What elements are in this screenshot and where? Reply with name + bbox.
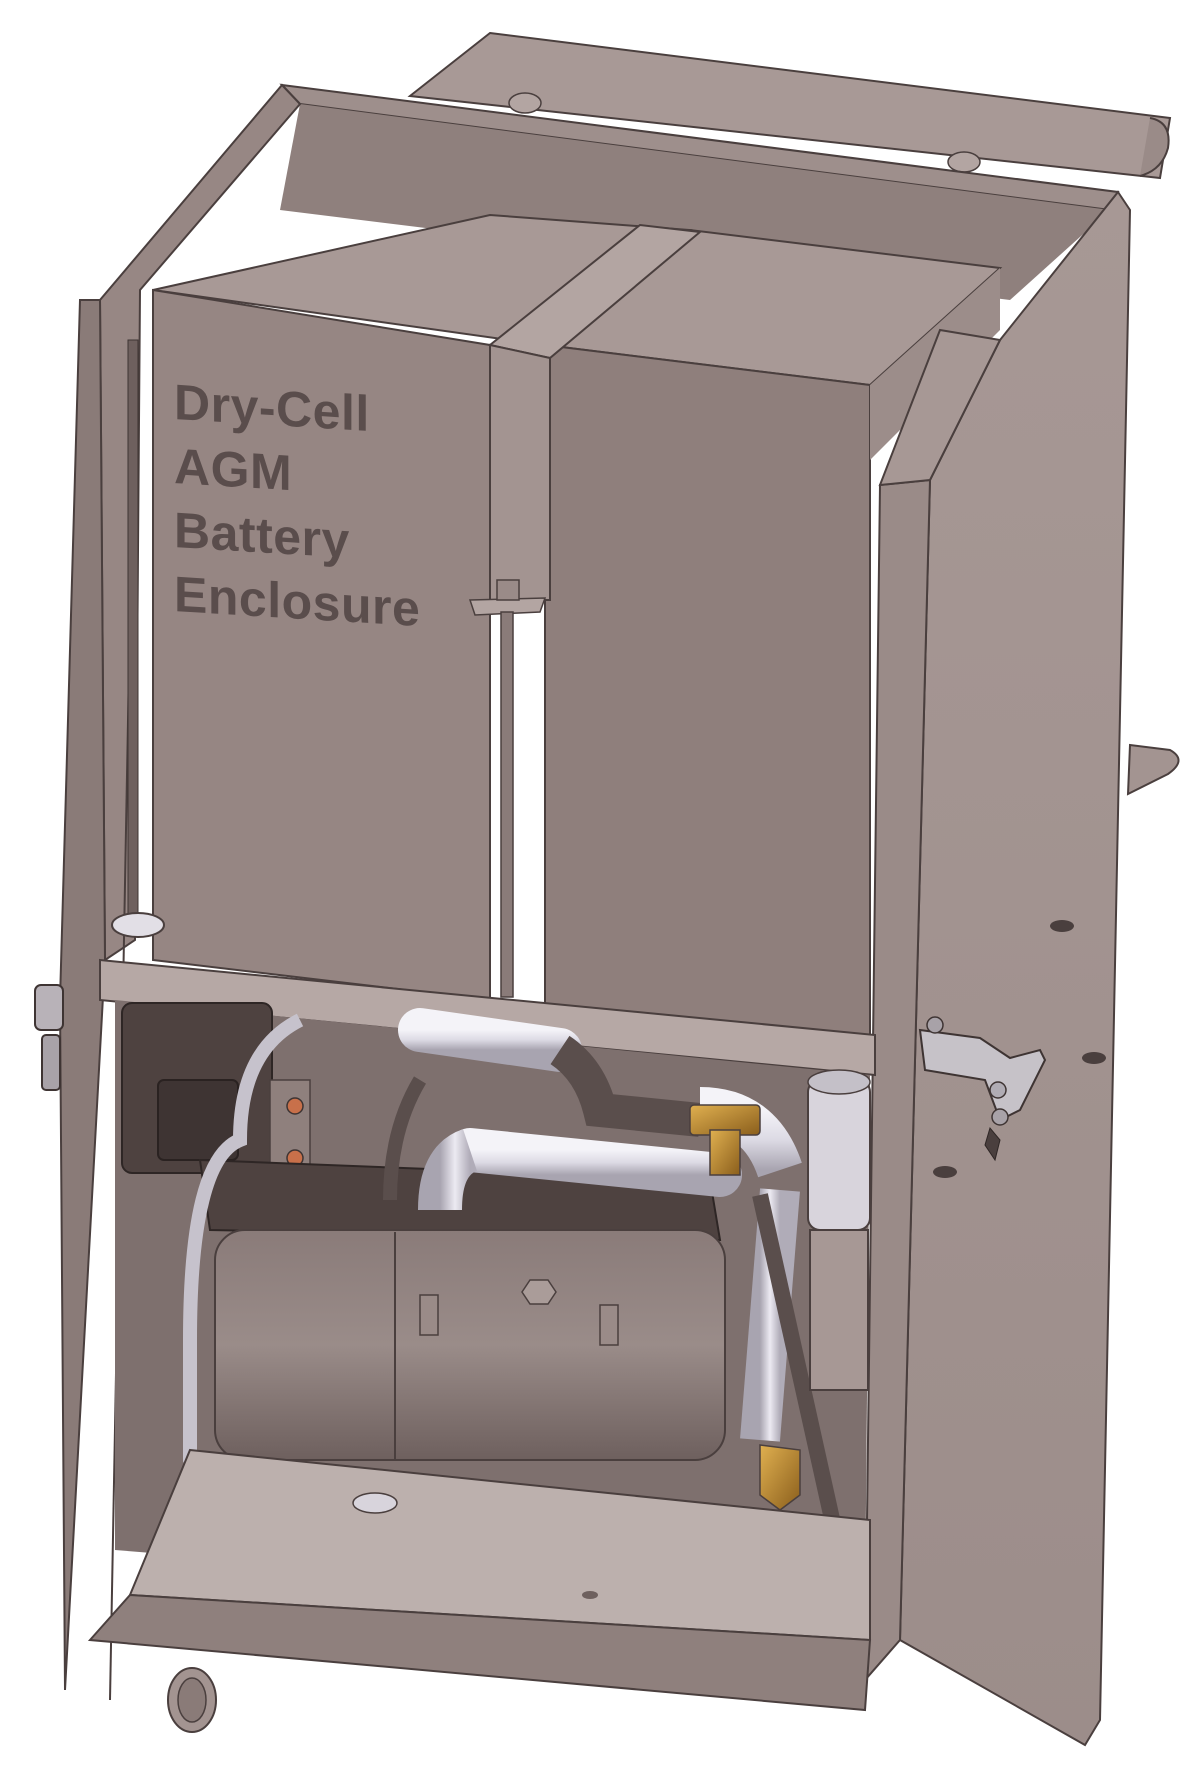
enclosure-inner-back [280, 104, 1110, 300]
side-latch-right [918, 1028, 1047, 1122]
top-lid-flap [407, 31, 1172, 180]
fastener [1082, 1052, 1106, 1064]
brass-tee-fitting [689, 1104, 761, 1176]
hold-down-strap [468, 223, 703, 616]
drain-hole [352, 1492, 398, 1514]
hold-down-rod-left [127, 339, 139, 921]
fastener [1050, 920, 1074, 932]
fastener [933, 1166, 957, 1178]
heater-body [198, 1158, 726, 1461]
rear-bracket [1126, 743, 1180, 796]
circulation-pump [807, 1069, 871, 1391]
battery-box-right [542, 228, 1003, 1052]
brass-valve [759, 1444, 801, 1511]
bolt [991, 1108, 1009, 1126]
enclosure-right-wall [863, 190, 1132, 1747]
terminal-copper-1 [286, 1097, 304, 1115]
floor-tray [87, 1448, 872, 1712]
reflector-diamond [984, 1126, 1001, 1162]
hold-down-rod-center [500, 611, 514, 998]
battery-enclosure-label: Dry-Cell AGM Battery Enclosure [174, 370, 420, 641]
exhaust-outlet [167, 1667, 217, 1733]
bolt [926, 1016, 944, 1034]
rod-washer-left [111, 912, 165, 938]
side-latch-left [34, 984, 64, 1091]
